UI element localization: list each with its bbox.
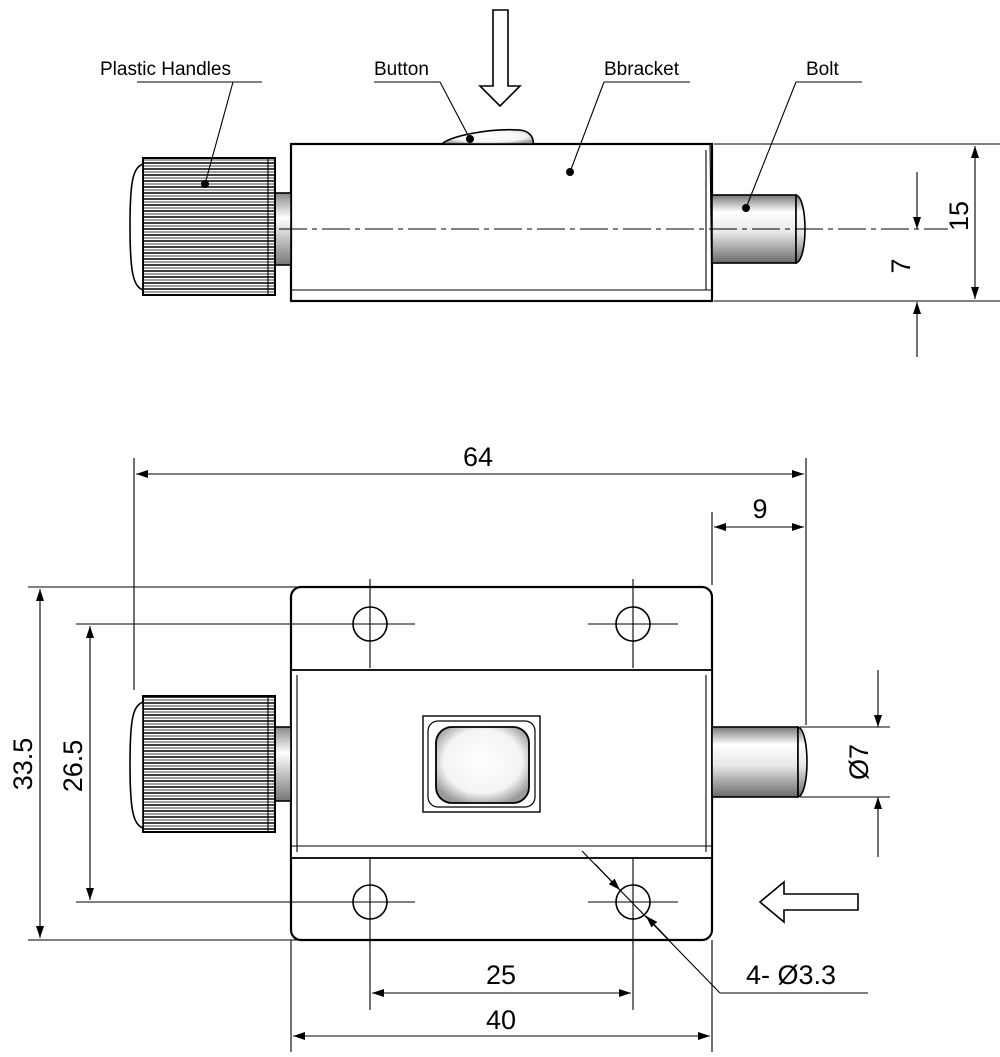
handle-side xyxy=(129,157,276,296)
handle-top xyxy=(129,695,276,833)
label-bracket: Bbracket xyxy=(604,59,680,80)
label-bolt: Bolt xyxy=(806,59,839,80)
bracket-body xyxy=(289,142,714,303)
dim-side-bolt: 7 xyxy=(886,258,916,273)
button-shape xyxy=(440,128,534,145)
push-button xyxy=(422,715,541,813)
arrow-down-icon xyxy=(478,9,522,108)
bolt-top xyxy=(711,725,808,799)
label-plastic-handles: Plastic Handles xyxy=(100,59,231,80)
dim-plate-height: 33.5 xyxy=(8,738,38,791)
label-button: Button xyxy=(374,59,429,80)
dim-hole-vertical: 26.5 xyxy=(58,740,88,793)
hole-callout: 4- Ø3.3 xyxy=(746,960,836,990)
dim-side-total: 15 xyxy=(944,201,974,231)
dim-bolt-extension: 9 xyxy=(752,494,767,524)
top-view: 64 9 33.5 26.5 Ø7 25 40 xyxy=(8,442,890,1052)
arrow-left-icon xyxy=(758,880,859,924)
dim-overall-length: 64 xyxy=(463,442,493,472)
dim-bolt-diameter: Ø7 xyxy=(844,744,874,780)
mounting-holes xyxy=(325,579,678,946)
bolt-side xyxy=(709,143,806,302)
dim-hole-horizontal: 25 xyxy=(486,960,516,990)
side-view: 15 7 Plastic Handles Button Bbracket Bol… xyxy=(100,9,1000,357)
dim-plate-width: 40 xyxy=(486,1005,516,1035)
